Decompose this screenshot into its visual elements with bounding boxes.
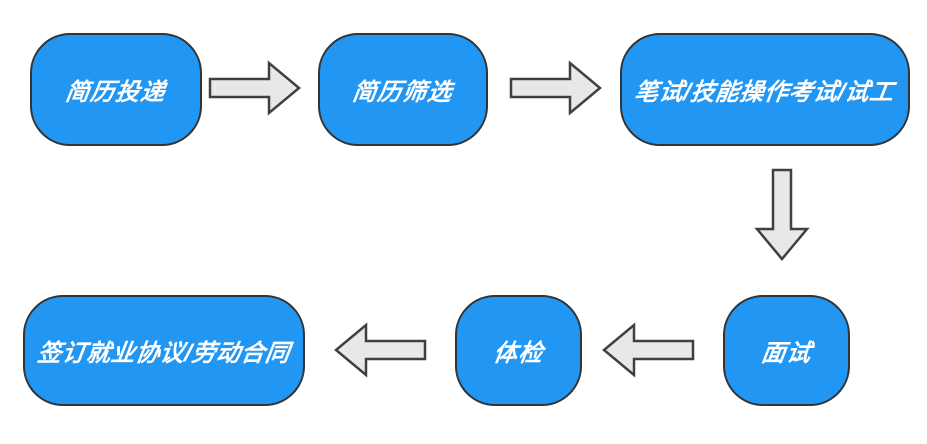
node-physical-exam: 体检 [455, 295, 582, 406]
node-resume-submission: 简历投递 [30, 33, 202, 146]
arrow-down-icon [754, 168, 810, 261]
arrow-right-icon [509, 60, 602, 116]
node-label: 简历筛选 [350, 79, 455, 106]
node-label: 体检 [491, 340, 545, 367]
arrow-right-icon [208, 60, 301, 116]
node-label: 笔试/技能操作考试/试工 [633, 79, 897, 106]
arrow-left-icon [602, 322, 695, 378]
node-label: 简历投递 [63, 79, 168, 106]
node-sign-contract: 签订就业协议/劳动合同 [23, 295, 305, 406]
node-interview: 面试 [723, 295, 850, 406]
arrow-left-icon [334, 322, 427, 378]
node-resume-screening: 简历筛选 [318, 33, 488, 146]
node-label: 签订就业协议/劳动合同 [35, 340, 292, 367]
node-label: 面试 [759, 340, 813, 367]
node-written-skill-test: 笔试/技能操作考试/试工 [620, 33, 910, 146]
